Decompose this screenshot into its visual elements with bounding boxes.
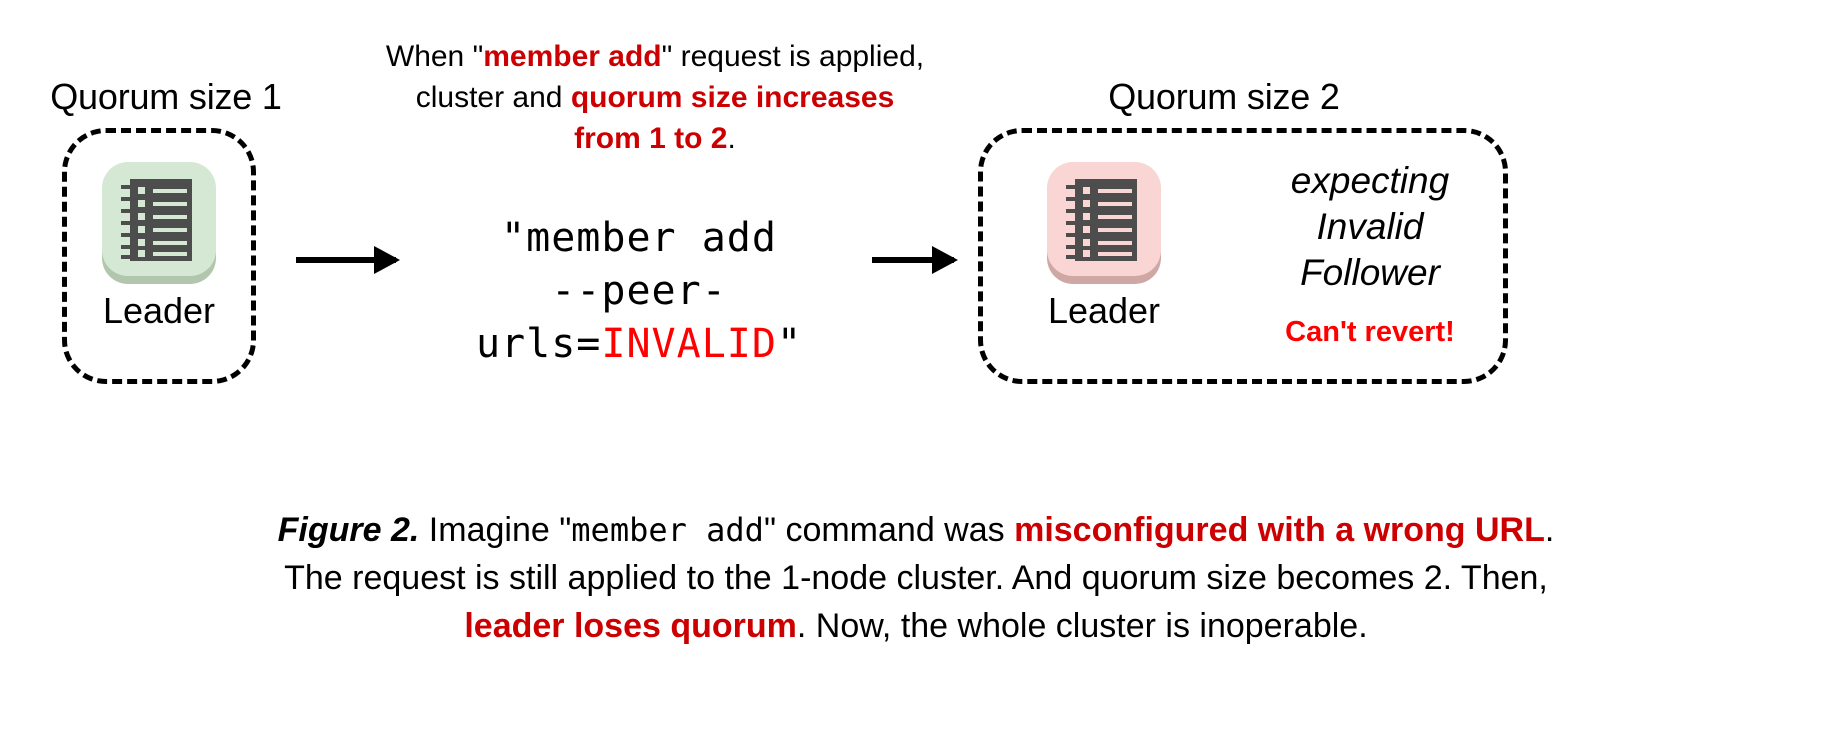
- figure-caption-line-2: The request is still applied to the 1-no…: [284, 559, 1548, 597]
- command-text: "member add --peer-urls=INVALID": [404, 212, 874, 371]
- top-annotation-line-3: from 1 to 2.: [350, 118, 960, 159]
- figure-number: Figure 2.: [277, 511, 420, 549]
- top-note-text-1: When ": [385, 40, 484, 73]
- right-note-line-2: Invalid: [1316, 206, 1424, 247]
- caption-seg-6: . Now, the whole cluster is inoperable.: [796, 607, 1368, 645]
- right-node-tile-face: [1047, 162, 1161, 276]
- caption-highlight-misconfigured: misconfigured with a wrong URL: [1014, 511, 1545, 549]
- top-annotation-line-1: When "member add" request is applied,: [350, 36, 960, 77]
- right-node-tile: [1045, 158, 1163, 286]
- top-annotation: When "member add" request is applied, cl…: [350, 36, 960, 159]
- right-cluster-note: expecting Invalid Follower Can't revert!: [1245, 158, 1495, 349]
- top-note-highlight-quorum-increase: quorum size increases: [570, 81, 895, 114]
- right-note-line-3: Follower: [1300, 252, 1440, 293]
- right-cluster-box: [978, 128, 1508, 384]
- top-note-text-3: cluster and: [415, 81, 571, 114]
- caption-seg-1: Imagine ": [419, 511, 572, 549]
- ledger-icon: [121, 179, 192, 261]
- right-cluster-label: Quorum size 2: [1108, 76, 1340, 117]
- top-note-period: .: [727, 122, 736, 155]
- left-cluster-node: Leader: [84, 158, 234, 332]
- left-node-tile: [100, 158, 218, 286]
- top-annotation-line-2: cluster and quorum size increases: [350, 77, 960, 118]
- right-node-caption: Leader: [1047, 290, 1161, 331]
- command-invalid-value: INVALID: [601, 321, 777, 367]
- right-cluster-node: Leader: [1029, 158, 1179, 332]
- arrow-right-icon-1: [296, 246, 400, 274]
- command-line-2: --peer-urls=INVALID": [404, 265, 874, 371]
- left-node-caption: Leader: [102, 290, 216, 331]
- left-node-tile-face: [102, 162, 216, 276]
- top-note-highlight-member-add: member add: [483, 40, 662, 73]
- ledger-icon: [1066, 179, 1137, 261]
- command-closing-quote: ": [776, 321, 803, 367]
- left-cluster-label: Quorum size 1: [50, 76, 282, 117]
- top-note-highlight-from-1-to-2: from 1 to 2: [574, 122, 728, 155]
- caption-highlight-leader-loses-quorum: leader loses quorum: [464, 607, 797, 645]
- figure-caption-line-3: leader loses quorum. Now, the whole clus…: [0, 602, 1832, 650]
- caption-seg-5: .: [1544, 511, 1555, 549]
- figure-caption: Figure 2. Imagine "member add" command w…: [0, 506, 1832, 650]
- right-note-line-1: expecting: [1290, 160, 1450, 201]
- top-note-text-2: " request is applied,: [661, 40, 925, 73]
- caption-seg-3: " command was: [763, 511, 1015, 549]
- cant-revert-warning: Can't revert!: [1285, 316, 1455, 348]
- command-line-1: "member add: [501, 215, 777, 261]
- caption-command-mono: member add: [571, 511, 764, 549]
- command-flag: --peer-urls=: [475, 268, 727, 367]
- arrow-right-icon-2: [872, 246, 958, 274]
- figure-caption-line-1: Figure 2. Imagine "member add" command w…: [0, 506, 1832, 554]
- left-cluster-box: [62, 128, 256, 384]
